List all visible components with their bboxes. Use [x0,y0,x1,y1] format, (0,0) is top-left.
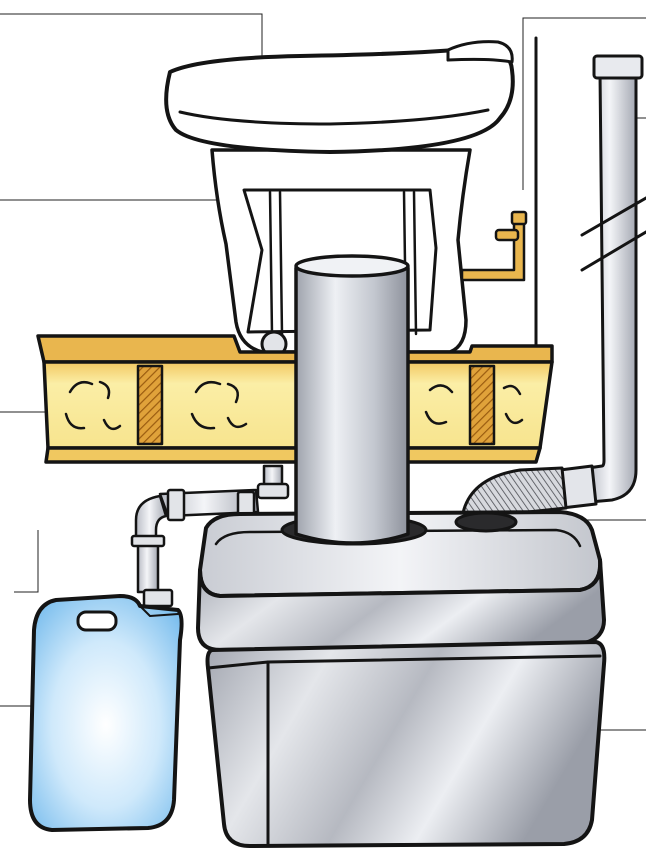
holding-tank [198,512,604,846]
leader-line-drain [14,530,38,592]
toilet-bowl-lid [166,42,513,152]
central-drop-tube [296,256,408,543]
vent-pipe [560,56,646,508]
jerrycan [30,590,182,830]
